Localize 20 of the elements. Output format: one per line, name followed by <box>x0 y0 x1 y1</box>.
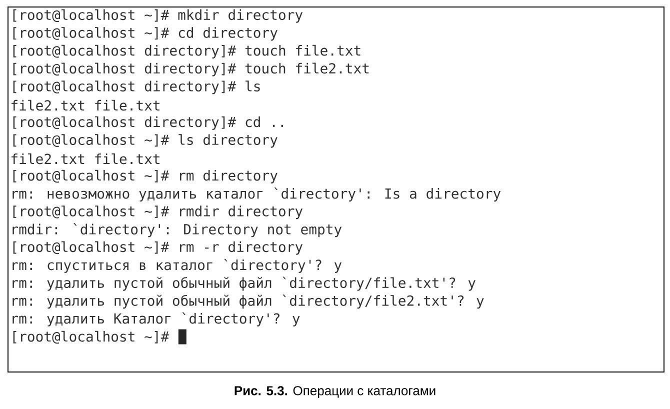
figure-caption: Рис. 5.3. Операции с каталогами <box>234 386 436 398</box>
terminal-line: [root@localhost directory]# cd .. <box>13 116 283 130</box>
terminal-line: [root@localhost ~]# rmdir directory <box>13 206 303 220</box>
terminal-line: rm: удалить пустой обычный файл `directory/file2.txt'? y <box>12 294 484 309</box>
terminal-line: file2.txt file.txt <box>12 153 160 164</box>
terminal-line: [root@localhost directory]# touch file2.txt <box>13 62 369 76</box>
terminal-line: rmdir: `directory': Directory not empty <box>12 223 342 238</box>
terminal-line: [root@localhost directory]# touch file.txt <box>13 44 360 58</box>
terminal-line: rm: невозможно удалить каталог `directory': Is a directory <box>12 187 501 202</box>
terminal-line: [root@localhost ~]# rm -r directory <box>13 241 303 255</box>
terminal-line: file2.txt file.txt <box>12 100 160 111</box>
terminal-line: [root@localhost ~]# rm directory <box>13 170 278 184</box>
terminal-line: [root@localhost ~]# cd directory <box>13 27 278 41</box>
terminal-line: rm: удалить пустой обычный файл `directory/file.txt'? y <box>12 276 476 291</box>
terminal-line: [root@localhost ~]# <box>13 330 170 344</box>
terminal-line: [root@localhost ~]# mkdir directory <box>13 9 303 23</box>
terminal-line: rm: удалить Каталог `directory'? y <box>12 312 300 326</box>
terminal-line: [root@localhost directory]# ls <box>13 80 260 94</box>
terminal-line: rm: спуститься в каталог `directory'? y <box>12 258 342 273</box>
terminal-line: [root@localhost ~]# ls directory <box>13 134 278 148</box>
